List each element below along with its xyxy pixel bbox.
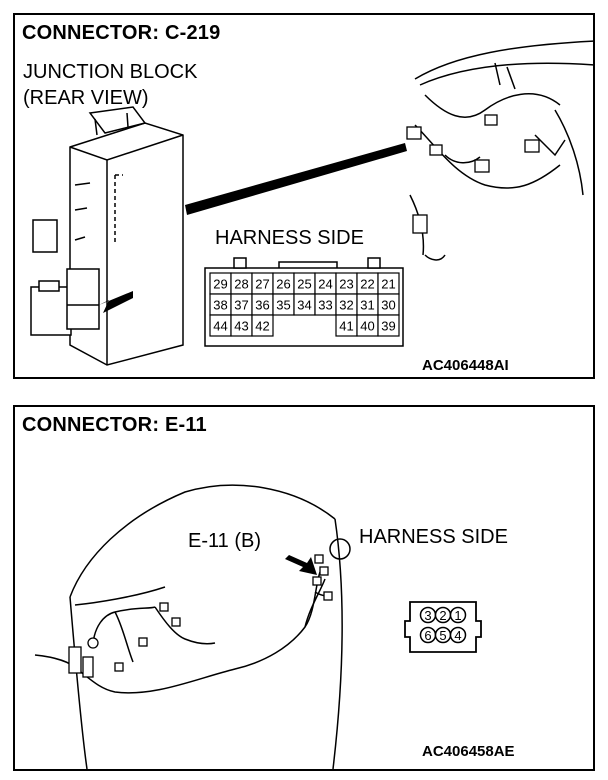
- pin-cell: 44: [209, 314, 232, 337]
- pin-number: 2: [439, 608, 446, 623]
- pin-cell: 1: [449, 606, 467, 624]
- pin-number: 26: [276, 277, 290, 292]
- harness-side-label-e11: HARNESS SIDE: [359, 526, 508, 548]
- pin-number: 31: [360, 298, 374, 313]
- connector-c219-panel: CONNECTOR: C-219 JUNCTION BLOCK (REAR VI…: [13, 13, 595, 379]
- pin-number: 30: [381, 298, 395, 313]
- pin-cell: 39: [377, 314, 400, 337]
- pin-number: 38: [213, 298, 227, 313]
- pin-cell: 36: [251, 293, 274, 316]
- rear-view-label: (REAR VIEW): [23, 87, 149, 109]
- figure-code-c219: AC406448AI: [422, 357, 509, 374]
- pin-cell: 33: [314, 293, 337, 316]
- pin-number: 23: [339, 277, 353, 292]
- pin-number: 1: [454, 608, 461, 623]
- pin-cell: 37: [230, 293, 253, 316]
- e11-connector-callout: E-11 (B): [188, 530, 261, 552]
- pin-number: 44: [213, 319, 227, 334]
- pin-number: 37: [234, 298, 248, 313]
- pin-number: 24: [318, 277, 332, 292]
- junction-block-label: JUNCTION BLOCK: [23, 61, 198, 83]
- harness-side-label-c219: HARNESS SIDE: [215, 227, 364, 249]
- pin-cell: 31: [356, 293, 379, 316]
- pin-cell: 2: [434, 606, 452, 624]
- pin-cell: 43: [230, 314, 253, 337]
- pin-cell: 38: [209, 293, 232, 316]
- pin-cell: 25: [293, 272, 316, 295]
- door-harness-illustration: [34, 484, 351, 769]
- pin-cell: 29: [209, 272, 232, 295]
- connector-e11-title: CONNECTOR: E-11: [22, 414, 207, 436]
- connector-c219-pins: 29 28 27 26 25 24 23 22 21 38 37 36 35 34 33 32 31 30 44 43…: [209, 272, 400, 337]
- pin-number: 21: [381, 277, 395, 292]
- connector-c219-title: CONNECTOR: C-219: [22, 22, 221, 44]
- pin-number: 22: [360, 277, 374, 292]
- pin-cell: 32: [335, 293, 358, 316]
- pin-number: 6: [424, 628, 431, 643]
- pin-number: 29: [213, 277, 227, 292]
- pin-number: 34: [297, 298, 311, 313]
- pin-number: 35: [276, 298, 290, 313]
- pin-number: 33: [318, 298, 332, 313]
- pin-number: 43: [234, 319, 248, 334]
- pin-cell: 34: [293, 293, 316, 316]
- pin-cell: 26: [272, 272, 295, 295]
- junction-block-illustration: [30, 40, 593, 366]
- pin-cell: 24: [314, 272, 337, 295]
- connector-e11-panel: CONNECTOR: E-11: [13, 405, 595, 771]
- pin-number: 3: [424, 608, 431, 623]
- pin-number: 41: [339, 319, 353, 334]
- figure-code-e11: AC406458AE: [422, 743, 515, 760]
- pin-cell: 4: [449, 626, 467, 644]
- pin-number: 4: [454, 628, 461, 643]
- pin-cell: 23: [335, 272, 358, 295]
- pin-number: 36: [255, 298, 269, 313]
- pin-number: 39: [381, 319, 395, 334]
- pin-cell: 42: [251, 314, 274, 337]
- pin-cell: 35: [272, 293, 295, 316]
- pin-cell: 21: [377, 272, 400, 295]
- pin-number: 27: [255, 277, 269, 292]
- pin-cell: 22: [356, 272, 379, 295]
- pin-cell: 27: [251, 272, 274, 295]
- pin-cell: 41: [335, 314, 358, 337]
- pin-cell: 30: [377, 293, 400, 316]
- pin-cell: 40: [356, 314, 379, 337]
- pin-number: 40: [360, 319, 374, 334]
- pin-cell: 5: [434, 626, 452, 644]
- pin-number: 32: [339, 298, 353, 313]
- pin-number: 5: [439, 628, 446, 643]
- pin-number: 25: [297, 277, 311, 292]
- pin-cell: 3: [419, 606, 437, 624]
- pin-number: 28: [234, 277, 248, 292]
- pin-cell: 6: [419, 626, 437, 644]
- pin-cell: 28: [230, 272, 253, 295]
- pin-number: 42: [255, 319, 269, 334]
